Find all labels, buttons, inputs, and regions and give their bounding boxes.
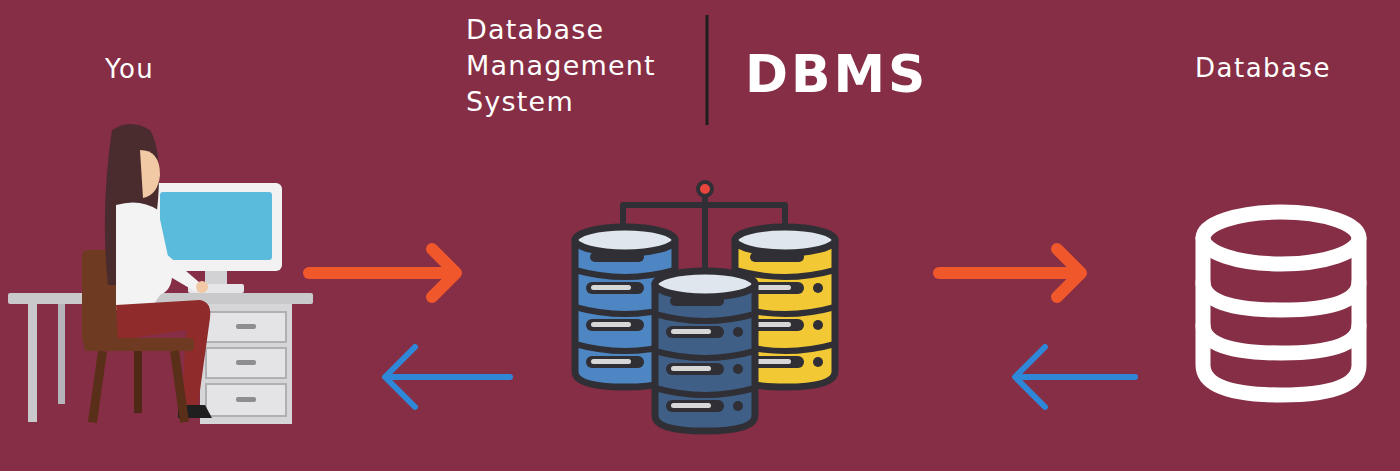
node-heading: Database Management System — [466, 12, 702, 120]
response-arrow — [385, 347, 510, 407]
server-stack — [575, 182, 835, 431]
database-node: Database — [1085, 40, 1397, 430]
dbms-node: Database Management System DBMS — [460, 10, 935, 450]
node-label: Database — [1195, 53, 1390, 84]
person-at-desk — [8, 124, 313, 424]
response-arrow — [1015, 347, 1135, 407]
database-icon — [1203, 212, 1359, 395]
node-label: You — [105, 54, 285, 85]
node-title: DBMS — [745, 43, 930, 105]
request-arrow — [939, 249, 1081, 297]
request-arrow — [309, 249, 456, 297]
user-node: You — [0, 40, 305, 430]
divider-line — [706, 15, 709, 125]
